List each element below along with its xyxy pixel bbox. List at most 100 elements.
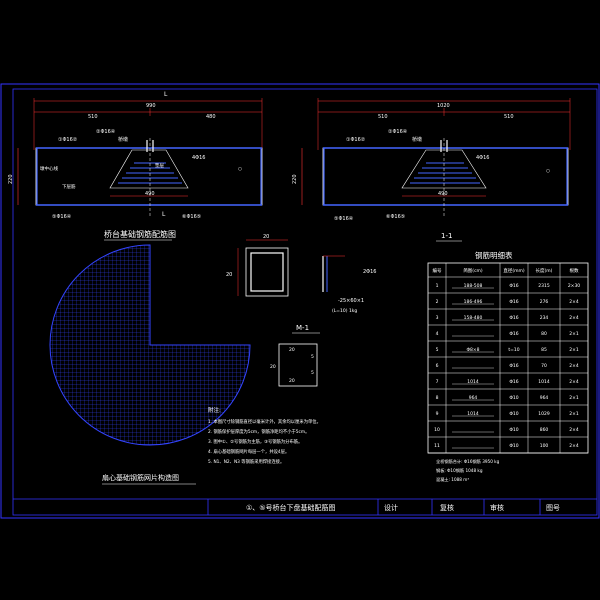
table-cell: 85	[541, 347, 547, 353]
m1-detail: M-1 20 5 20 5 20	[270, 324, 320, 387]
table-cell: 5	[436, 347, 439, 353]
note-4: 4. 扇心基础钢筋网片每层一个，共设4层。	[208, 448, 289, 455]
table-cell: 1014	[467, 411, 479, 417]
table-header-cell: 编号	[433, 267, 442, 274]
table-cell: 186-496	[464, 299, 483, 305]
table-cell: 80	[541, 331, 547, 337]
table-cell: Φ10	[509, 395, 518, 401]
right-callout-c: 桥墩	[412, 136, 422, 143]
left-callout-b: ②Φ16④	[96, 129, 116, 135]
table-cell: Φ16	[509, 315, 518, 321]
left-callout-f: 垫层	[155, 162, 164, 169]
left-dim-left: 510	[88, 114, 98, 120]
table-cell: 8	[436, 395, 439, 401]
note-3: 3. 图中①、②号钢筋为主筋，③号钢筋为分布筋。	[208, 438, 302, 445]
right-foundation-view: 1020 510 510 220 490 ①Φ16② ②Φ16④ 桥墩 4Φ16…	[292, 98, 571, 222]
bottom-section-mark: L	[162, 211, 166, 218]
table-title: 钢筋明细表	[475, 250, 513, 260]
mesh-title: 扇心基础钢筋网片构造图	[102, 473, 179, 482]
table-cell: 1029	[538, 411, 550, 417]
notes-title: 附注:	[208, 406, 221, 414]
note-1: 1. 本图尺寸除钢筋直径以毫米计外，其余均以厘米为单位。	[208, 418, 321, 425]
table-cell: 2	[436, 299, 439, 305]
inner-frame	[12, 88, 598, 516]
table-cell: Φ16	[509, 299, 518, 305]
table-cell: 7	[436, 379, 439, 385]
right-dim-base: 490	[438, 191, 448, 197]
m1-label-1: 5	[311, 354, 314, 360]
table-cell: 2×1	[569, 347, 579, 353]
left-dim-height: 220	[8, 174, 14, 184]
plate-label-b: -25×60×1	[338, 298, 364, 304]
table-cell: 4	[436, 331, 439, 337]
left-callout-a: ①Φ16②	[58, 137, 78, 143]
left-callout-h: ⑤Φ16④	[52, 214, 72, 220]
m1-label-4: 20	[270, 364, 276, 370]
left-callout-i: ⑥Φ16⑤	[182, 214, 201, 220]
top-section-mark: L	[164, 91, 168, 98]
section-11-title: 1-1	[441, 232, 452, 240]
table-cell: 2×4	[569, 315, 579, 321]
table-cell: Φ8×8	[466, 347, 479, 353]
outer-frame	[0, 83, 600, 519]
plate-label-a: 2Φ16	[363, 269, 376, 275]
table-cell: 2×4	[569, 427, 579, 433]
right-dim-height: 220	[292, 174, 298, 184]
left-side-mark: ○	[238, 167, 242, 172]
table-cell: 2×4	[569, 443, 579, 449]
table-cell: t=10	[508, 347, 519, 353]
table-cell: Φ10	[509, 411, 518, 417]
m1-label-3: 5	[311, 370, 314, 376]
table-cell: 10	[434, 427, 440, 433]
plate-label-c: (L=10) 1kg	[332, 308, 357, 314]
table-cell: 276	[540, 299, 549, 305]
notes-block: 附注: 1. 本图尺寸除钢筋直径以毫米计外，其余均以厘米为单位。 2. 钢筋保护…	[208, 406, 321, 465]
right-callout-e: 4Φ16	[476, 155, 489, 161]
left-foundation-view: L 990 510 480 220 490 ①Φ16② ②Φ16④ 桥墩 墩中心…	[8, 91, 263, 220]
left-callout-g: 下层筋	[62, 183, 76, 190]
table-cell: 2×1	[569, 331, 579, 337]
table-header-cell: 根数	[570, 267, 579, 274]
box-dim-w: 20	[263, 234, 269, 240]
right-callout-b: ②Φ16④	[388, 129, 408, 135]
box-dim-h: 20	[226, 272, 232, 278]
circular-mesh: 扇心基础钢筋网片构造图	[49, 244, 251, 485]
title-block: ①、⑤号桥台下盘基础配筋图 设计 复核 审核 图号	[13, 498, 597, 515]
m1-title: M-1	[296, 324, 309, 332]
table-footer-3: 混凝土: 1088 m³	[436, 476, 469, 483]
left-callout-c: 桥墩	[118, 136, 128, 143]
left-dim-total: 990	[146, 103, 156, 109]
right-dim-right: 510	[504, 114, 514, 120]
design-label: 设计	[384, 503, 398, 512]
check-label: 复核	[440, 503, 454, 512]
stirrup-detail: 20 20	[226, 234, 289, 297]
table-footer-2: 钢板: Φ10钢筋 1048 kg	[436, 467, 483, 474]
left-callout-e: 4Φ16	[192, 155, 205, 161]
table-cell: 1014	[538, 379, 550, 385]
table-cell: Φ10	[509, 443, 518, 449]
right-callout-a: ①Φ16②	[346, 137, 366, 143]
table-cell: Φ10	[509, 427, 518, 433]
right-dim-left: 510	[378, 114, 388, 120]
table-cell: 11	[434, 443, 440, 449]
table-cell: 3	[436, 315, 439, 321]
table-cell: Φ16	[509, 283, 518, 289]
table-cell: 100	[540, 443, 549, 449]
right-callout-i: ⑥Φ16⑤	[386, 214, 405, 220]
drawing-title: ①、⑤号桥台下盘基础配筋图	[246, 503, 336, 512]
table-cell: 2×4	[569, 363, 579, 369]
note-5: 5. N1、N2、N3 等钢筋采用焊接连接。	[208, 458, 284, 465]
table-header-cell: 直径(mm)	[503, 267, 525, 274]
table-cell: 2315	[538, 283, 550, 289]
table-cell: 2×4	[569, 379, 579, 385]
plan-title: 桥台基础钢筋配筋图	[104, 229, 176, 239]
table-cell: 188-508	[464, 283, 483, 289]
table-cell: Φ16	[509, 379, 518, 385]
table-header-cell: 简图(cm)	[463, 267, 483, 274]
table-cell: 2×1	[569, 411, 579, 417]
table-cell: 70	[541, 363, 547, 369]
table-cell: 1014	[467, 379, 479, 385]
